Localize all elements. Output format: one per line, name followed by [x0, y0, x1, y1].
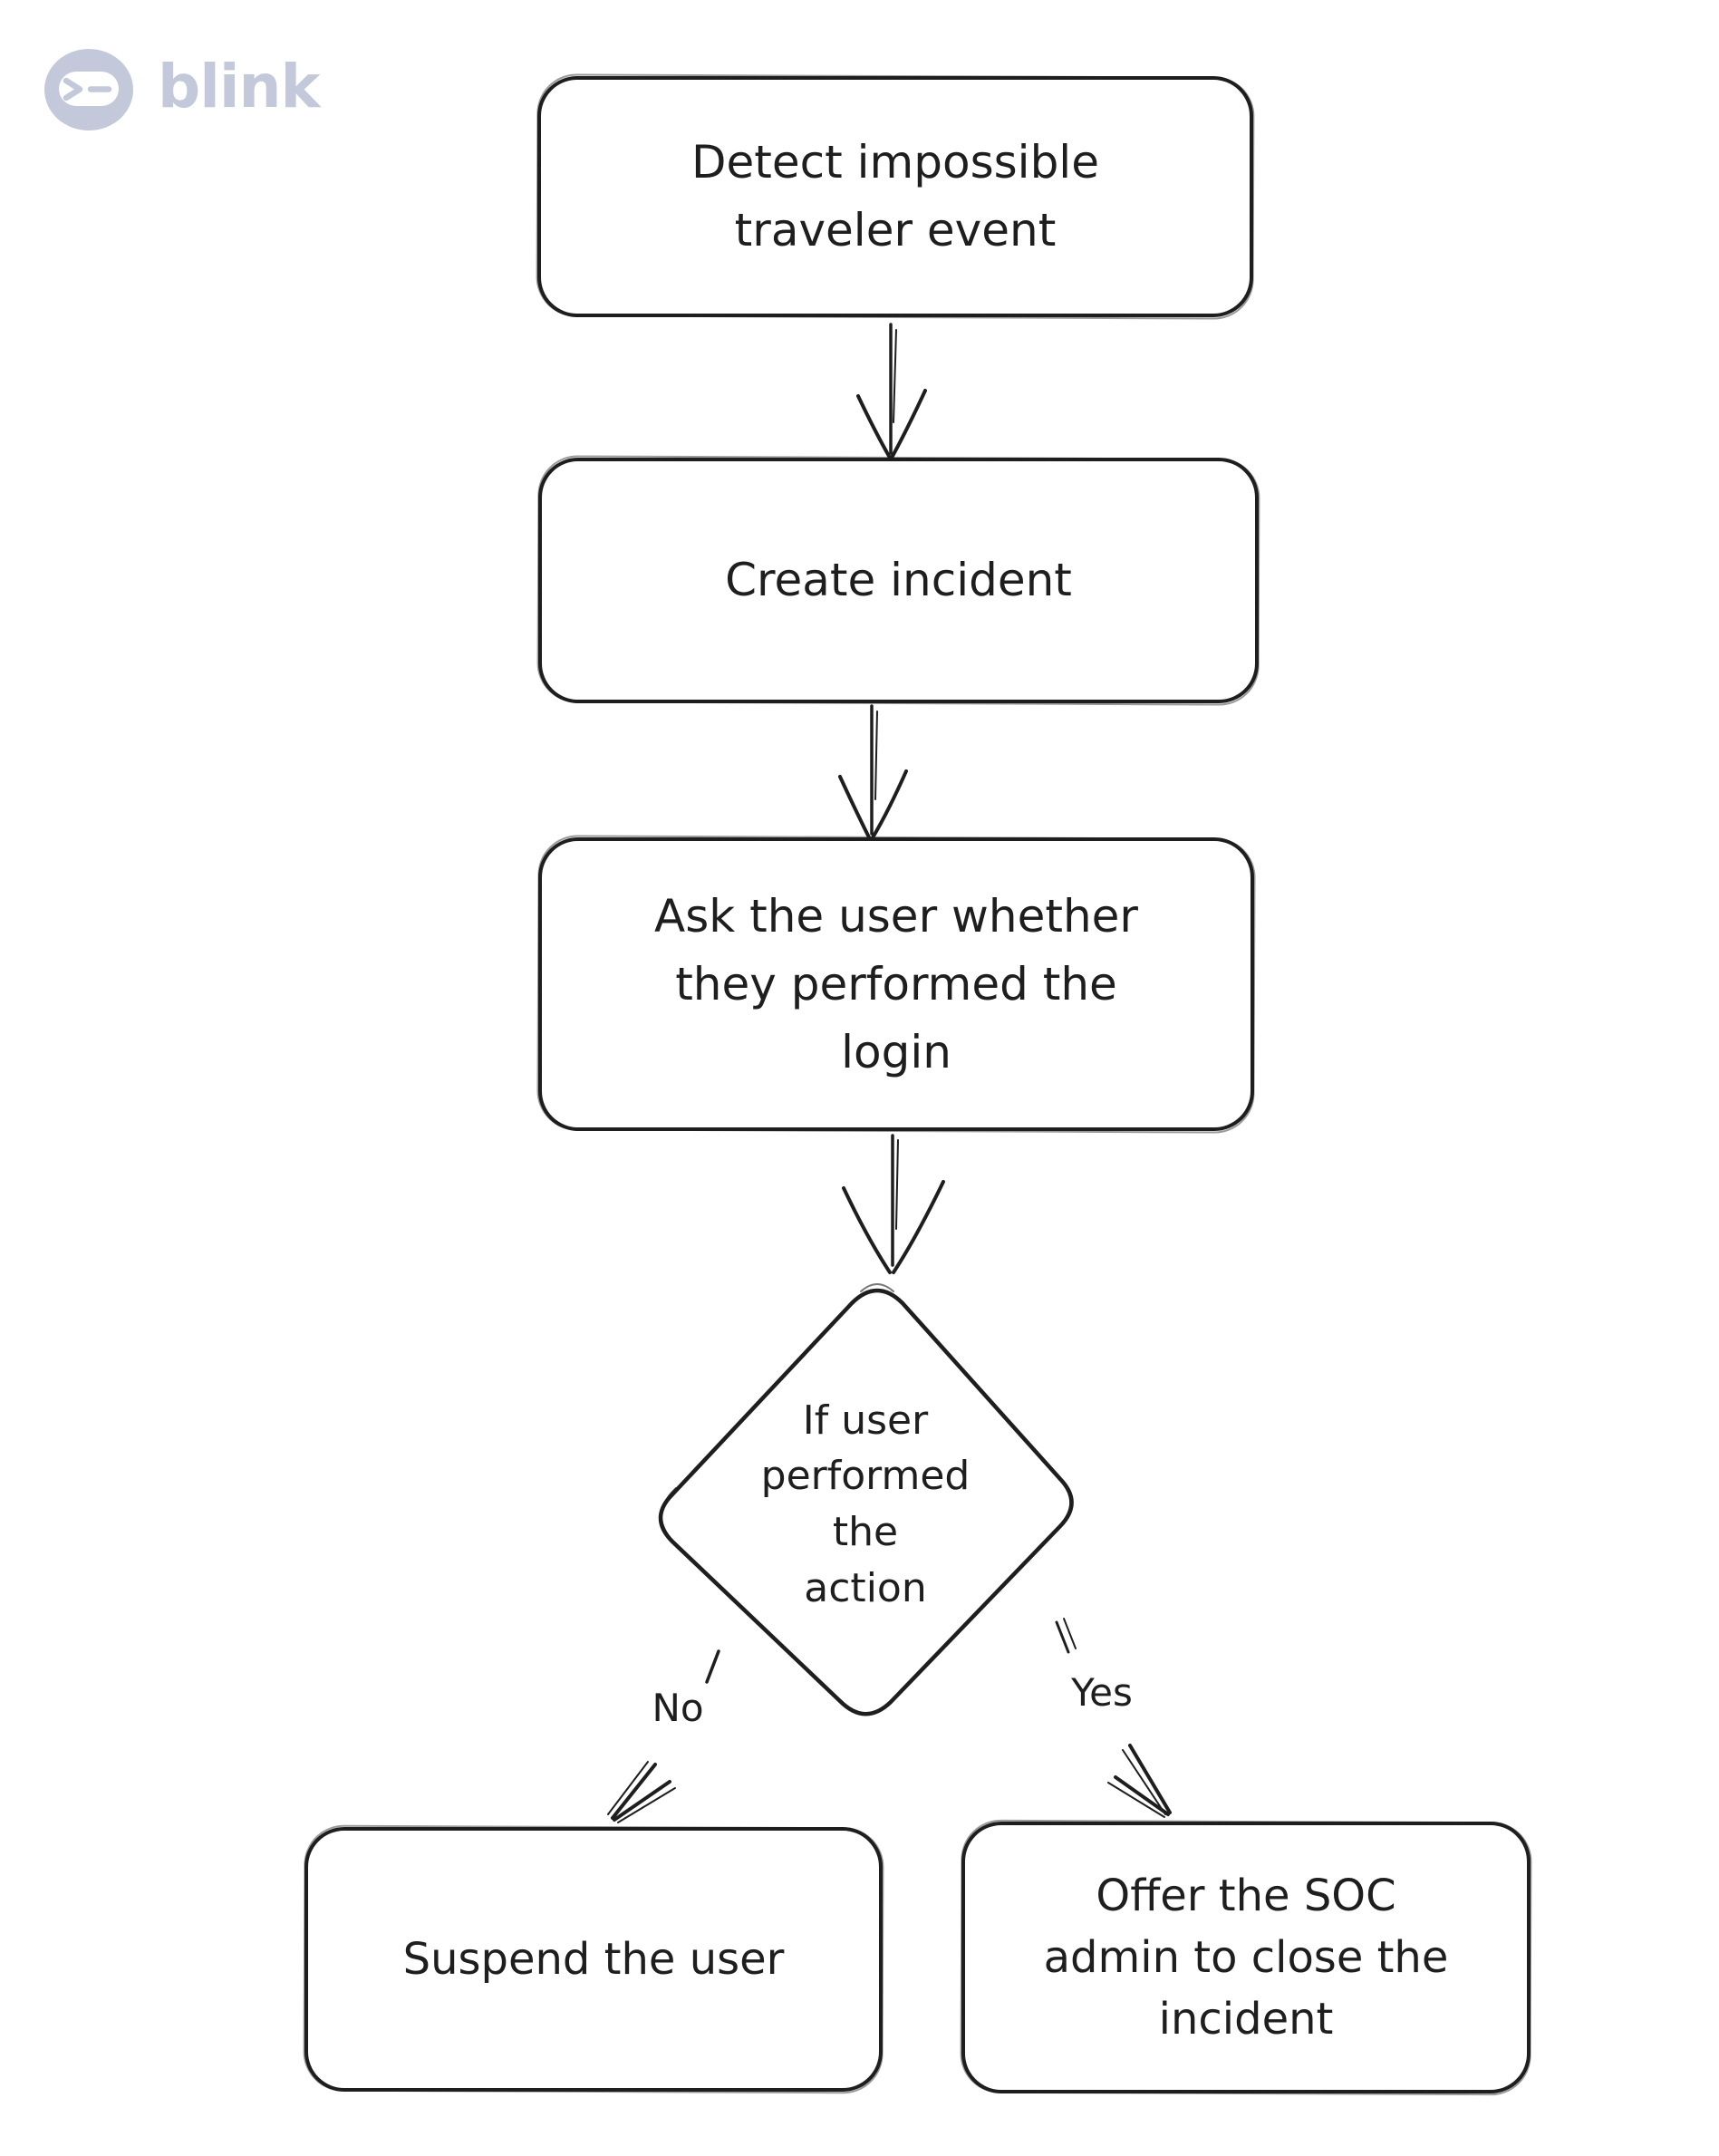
blink-terminal-face-icon: [44, 49, 133, 131]
node-suspend-the-user: Suspend the user: [304, 1827, 883, 2092]
diamond-outline-sketch: [661, 1487, 679, 1547]
arrow-shaft-sketch: [874, 711, 878, 800]
node-create-incident: Create incident: [538, 458, 1259, 703]
edge-yes-dash-sketch: [1063, 1618, 1077, 1649]
edge-label-no: No: [652, 1686, 704, 1730]
edge-yes-arrowhead-wing: [1128, 1744, 1172, 1814]
edge-yes-arrowhead-sketch: [1107, 1782, 1165, 1818]
edge-yes-dash: [1055, 1620, 1070, 1654]
node-label-line: If user: [802, 1397, 929, 1444]
arrow-ask-to-decision: [842, 1134, 945, 1274]
node-label-line: login: [841, 1025, 951, 1078]
edge-yes-arrowhead-wing: [1114, 1775, 1170, 1816]
arrow-detect-to-create: [856, 323, 927, 459]
node-label-line: Offer the SOC: [1096, 1870, 1396, 1921]
arrowhead-wing: [890, 389, 927, 459]
node-detect-impossible-traveler-event: Detect impossible traveler event: [537, 76, 1253, 317]
diamond-outline-sketch: [860, 1283, 894, 1292]
edge-yes-dashed: [1055, 1618, 1172, 1818]
edge-no-arrowhead-wing: [613, 1780, 671, 1822]
node-label-line: the: [832, 1509, 899, 1555]
node-label-line: Create incident: [725, 554, 1072, 606]
edge-no-arrowhead-wing: [611, 1763, 657, 1820]
arrowhead-wing: [856, 394, 892, 459]
arrowhead-wing: [838, 775, 872, 841]
node-label-line: Detect impossible: [691, 136, 1099, 189]
node-label-line: incident: [1158, 1994, 1334, 2045]
blink-logo: blink: [43, 47, 320, 132]
node-label-line: Ask the user whether: [654, 889, 1138, 943]
arrowhead-wing: [892, 1180, 945, 1274]
arrow-create-to-ask: [838, 704, 908, 841]
edge-no-arrowhead-sketch: [617, 1787, 676, 1823]
node-label-line: they performed the: [675, 957, 1117, 1010]
arrow-shaft-sketch: [893, 329, 897, 423]
edge-label-yes: Yes: [1071, 1670, 1133, 1715]
node-label-line: traveler event: [734, 204, 1057, 256]
node-ask-user-performed-login: Ask the user whether they performed the …: [538, 837, 1254, 1131]
edge-no-arrowhead-sketch: [607, 1761, 649, 1815]
arrowhead-wing: [842, 1186, 892, 1274]
node-label-line: Suspend the user: [402, 1934, 785, 1985]
node-label-line: action: [804, 1564, 927, 1611]
blink-logo-text: blink: [158, 52, 320, 121]
arrowhead-wing: [870, 769, 908, 841]
node-offer-soc-admin-close-incident: Offer the SOC admin to close the inciden…: [961, 1822, 1531, 2093]
node-decision-if-user-performed-action: If user performed the action: [689, 1314, 1042, 1695]
arrow-shaft-sketch: [895, 1139, 899, 1230]
node-label-line: performed: [760, 1453, 971, 1500]
node-label-line: admin to close the: [1043, 1931, 1449, 1983]
edge-yes-arrowhead-sketch: [1122, 1749, 1166, 1815]
logo-chevron: [63, 77, 83, 102]
